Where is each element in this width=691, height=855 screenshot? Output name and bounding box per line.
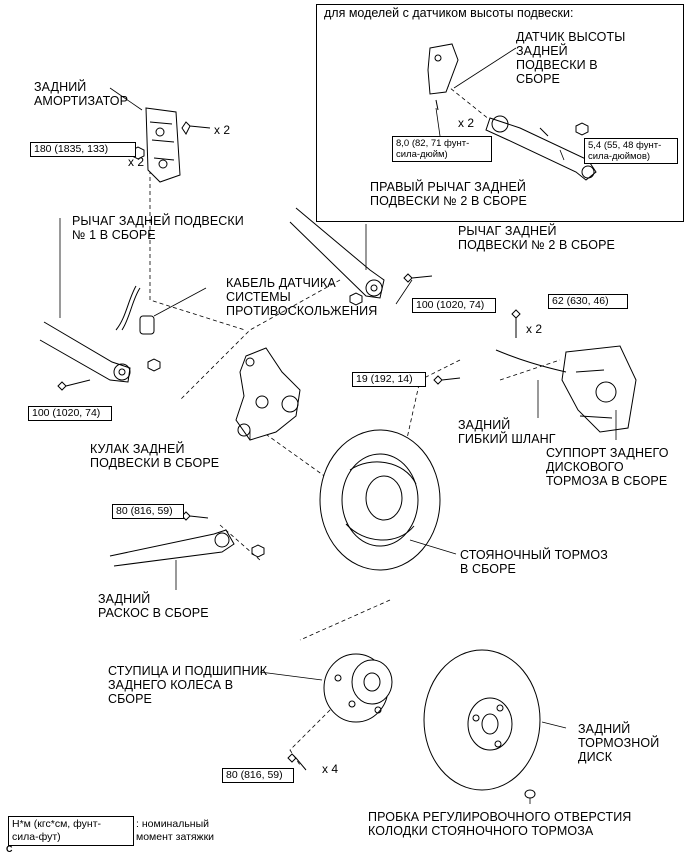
knuckle-part bbox=[235, 347, 301, 441]
arm-no2-label: РЫЧАГ ЗАДНЕЙ ПОДВЕСКИ № 2 В СБОРЕ bbox=[458, 224, 615, 252]
right-arm-label: ПРАВЫЙ РЫЧАГ ЗАДНЕЙ ПОДВЕСКИ № 2 В СБОРЕ bbox=[370, 180, 527, 208]
strut-rod-label: ЗАДНИЙ РАСКОС В СБОРЕ bbox=[98, 592, 209, 620]
strut-rod-part bbox=[109, 511, 265, 567]
brake-disc-part bbox=[423, 649, 541, 799]
sensor-torque-box: 8,0 (82, 71 фунт- сила-дюйм) bbox=[392, 136, 492, 162]
flex-hose-label: ЗАДНИЙ ГИБКИЙ ШЛАНГ bbox=[458, 418, 556, 446]
shock-absorber-part bbox=[131, 107, 211, 183]
shock-torque-box: 180 (1835, 133) bbox=[30, 142, 136, 157]
hole-plug-label: ПРОБКА РЕГУЛИРОВОЧНОГО ОТВЕРСТИЯ КОЛОДКИ… bbox=[368, 810, 632, 838]
rod-torque-box: 5,4 (55, 48 фунт- сила-дюймов) bbox=[584, 138, 678, 164]
corner-mark: C bbox=[6, 844, 13, 854]
strut-torque-box: 80 (816, 59) bbox=[112, 504, 184, 519]
height-sensor-label: ДАТЧИК ВЫСОТЫ ЗАДНЕЙ ПОДВЕСКИ В СБОРЕ bbox=[516, 30, 626, 86]
caliper-label: СУППОРТ ЗАДНЕГО ДИСКОВОГО ТОРМОЗА В СБОР… bbox=[546, 446, 669, 488]
brake-disc-label: ЗАДНИЙ ТОРМОЗНОЙ ДИСК bbox=[578, 722, 660, 764]
caliper-part bbox=[433, 309, 637, 433]
inset-title: для моделей с датчиком высоты подвески: bbox=[324, 6, 574, 20]
legend-text: : номинальный момент затяжки bbox=[136, 818, 215, 843]
hub-torque-box: 80 (816, 59) bbox=[222, 768, 294, 783]
skid-cable-part bbox=[115, 285, 155, 335]
leader-lines bbox=[59, 47, 617, 804]
legend-torque-box: Н*м (кгс*см, фунт- сила-фут) bbox=[8, 816, 134, 846]
caliper-torque-box: 62 (630, 46) bbox=[548, 294, 628, 309]
hose-torque-box: 19 (192, 14) bbox=[352, 372, 426, 387]
shock-bolts-multiplier: x 2 bbox=[214, 123, 231, 137]
arm-no1-part bbox=[39, 321, 161, 391]
arm2-torque-box: 100 (1020, 74) bbox=[412, 298, 496, 313]
sensor-inset-frame bbox=[316, 4, 684, 222]
skid-cable-label: КАБЕЛЬ ДАТЧИКА СИСТЕМЫ ПРОТИВОСКОЛЬЖЕНИЯ bbox=[226, 276, 378, 318]
shock-nuts-multiplier: x 2 bbox=[128, 155, 145, 169]
hub-part bbox=[287, 653, 393, 771]
arm1-torque-box: 100 (1020, 74) bbox=[28, 406, 112, 421]
hub-bearing-label: СТУПИЦА И ПОДШИПНИК ЗАДНЕГО КОЛЕСА В СБО… bbox=[108, 664, 268, 706]
shock-absorber-label: ЗАДНИЙ АМОРТИЗАТОР bbox=[34, 80, 129, 108]
arm-no2-part bbox=[289, 207, 433, 306]
caliper-bolts-multiplier: x 2 bbox=[526, 322, 543, 336]
hub-bolts-multiplier: x 4 bbox=[322, 762, 339, 776]
sensor-multiplier: x 2 bbox=[458, 116, 475, 130]
parking-brake-label: СТОЯНОЧНЫЙ ТОРМОЗ В СБОРЕ bbox=[460, 548, 608, 576]
arm-no1-label: РЫЧАГ ЗАДНЕЙ ПОДВЕСКИ № 1 В СБОРЕ bbox=[72, 214, 244, 242]
inset-parts bbox=[427, 43, 597, 181]
knuckle-label: КУЛАК ЗАДНЕЙ ПОДВЕСКИ В СБОРЕ bbox=[90, 442, 220, 470]
parking-brake-part bbox=[319, 429, 441, 571]
